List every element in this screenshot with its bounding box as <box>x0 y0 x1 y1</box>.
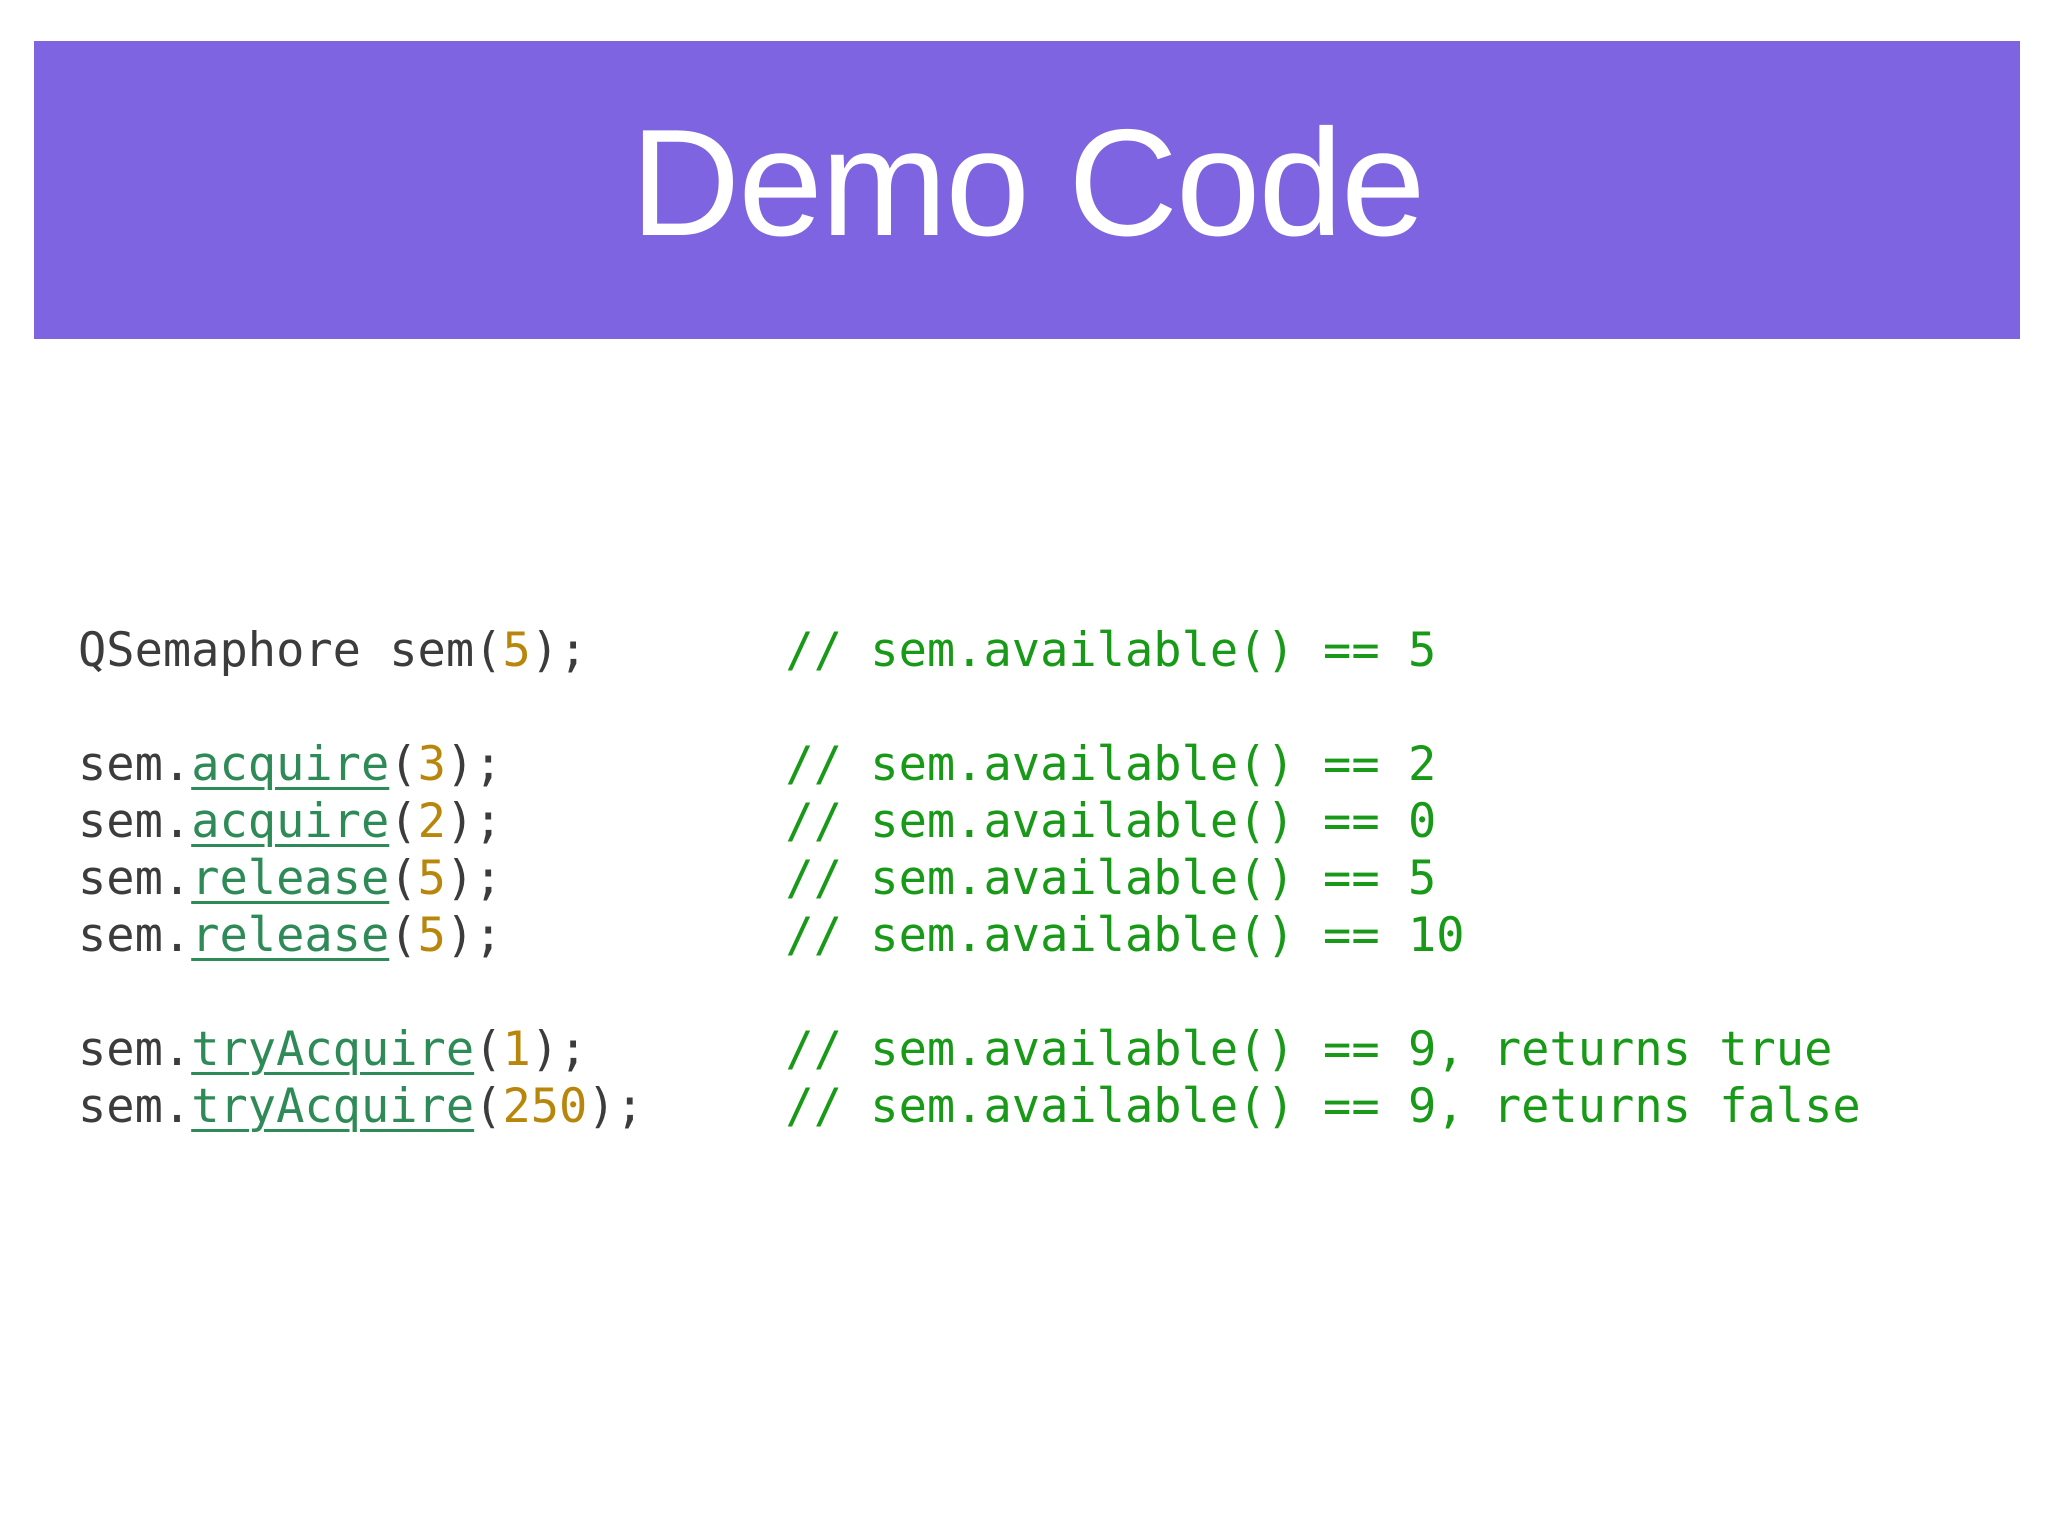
method-name: acquire <box>191 794 390 849</box>
code-text: ); <box>530 623 786 678</box>
code-line <box>78 679 1861 736</box>
code-line: sem.acquire(3); // sem.available() == 2 <box>78 736 1861 793</box>
code-block: QSemaphore sem(5); // sem.available() ==… <box>78 622 1861 1135</box>
number-literal: 5 <box>417 851 446 906</box>
code-line: sem.acquire(2); // sem.available() == 0 <box>78 793 1861 850</box>
code-text: ); <box>445 737 786 792</box>
number-literal: 3 <box>417 737 446 792</box>
code-text: ); <box>445 851 786 906</box>
method-name: release <box>191 851 390 906</box>
code-line: sem.release(5); // sem.available() == 10 <box>78 907 1861 964</box>
number-literal: 5 <box>417 908 446 963</box>
method-name: acquire <box>191 737 390 792</box>
code-text: ( <box>474 1079 503 1134</box>
number-literal: 5 <box>502 623 531 678</box>
code-text: ); <box>445 794 786 849</box>
code-line: sem.release(5); // sem.available() == 5 <box>78 850 1861 907</box>
number-literal: 1 <box>502 1022 531 1077</box>
slide-title: Demo Code <box>630 98 1425 268</box>
method-name: tryAcquire <box>191 1022 475 1077</box>
comment: // sem.available() == 5 <box>785 623 1437 678</box>
comment: // sem.available() == 10 <box>785 908 1465 963</box>
code-text: ( <box>389 737 418 792</box>
code-line: sem.tryAcquire(1); // sem.available() ==… <box>78 1021 1861 1078</box>
code-line: sem.tryAcquire(250); // sem.available() … <box>78 1078 1861 1135</box>
code-text: ( <box>389 851 418 906</box>
code-text: QSemaphore sem( <box>78 623 503 678</box>
comment: // sem.available() == 9, returns true <box>785 1022 1833 1077</box>
code-text: ); <box>530 1022 786 1077</box>
number-literal: 2 <box>417 794 446 849</box>
method-name: release <box>191 908 390 963</box>
title-banner: Demo Code <box>34 41 2020 339</box>
code-text: ( <box>474 1022 503 1077</box>
code-text: sem. <box>78 1079 192 1134</box>
code-text: sem. <box>78 908 192 963</box>
code-text: sem. <box>78 851 192 906</box>
comment: // sem.available() == 0 <box>785 794 1437 849</box>
code-line: QSemaphore sem(5); // sem.available() ==… <box>78 622 1861 679</box>
code-text: sem. <box>78 794 192 849</box>
code-text: ( <box>389 794 418 849</box>
comment: // sem.available() == 2 <box>785 737 1437 792</box>
number-literal: 250 <box>502 1079 588 1134</box>
code-text: ); <box>445 908 786 963</box>
code-line <box>78 964 1861 1021</box>
code-text: sem. <box>78 737 192 792</box>
comment: // sem.available() == 5 <box>785 851 1437 906</box>
comment: // sem.available() == 9, returns false <box>785 1079 1861 1134</box>
method-name: tryAcquire <box>191 1079 475 1134</box>
code-text: ( <box>389 908 418 963</box>
code-text: sem. <box>78 1022 192 1077</box>
code-text: ); <box>587 1079 786 1134</box>
